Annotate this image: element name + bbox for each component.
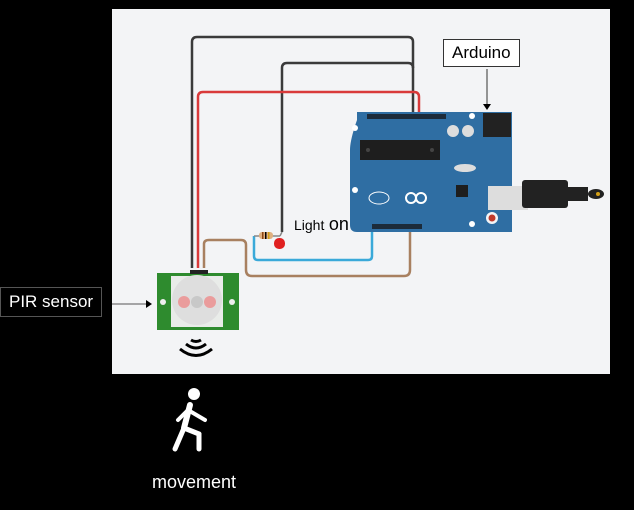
pir-sensor (157, 270, 239, 330)
led (274, 231, 285, 249)
wire-blue (252, 226, 374, 262)
pir-sensor-label: PIR sensor (0, 287, 103, 317)
motion-waves-icon (179, 338, 213, 357)
wire-black-led (280, 61, 415, 232)
usb-cable-icon (522, 180, 604, 208)
walking-person-icon (172, 388, 207, 452)
light-suffix: on (328, 214, 349, 234)
resistor (254, 232, 280, 239)
movement-label: movement (152, 472, 237, 492)
wire-brown (202, 226, 412, 278)
wire-red (196, 90, 421, 268)
arduino-board (350, 112, 528, 232)
light-prefix: Light (294, 217, 325, 233)
light-on-label: Light on (294, 214, 349, 235)
arduino-label: Arduino (443, 39, 520, 67)
wire-black-outer (190, 35, 415, 268)
